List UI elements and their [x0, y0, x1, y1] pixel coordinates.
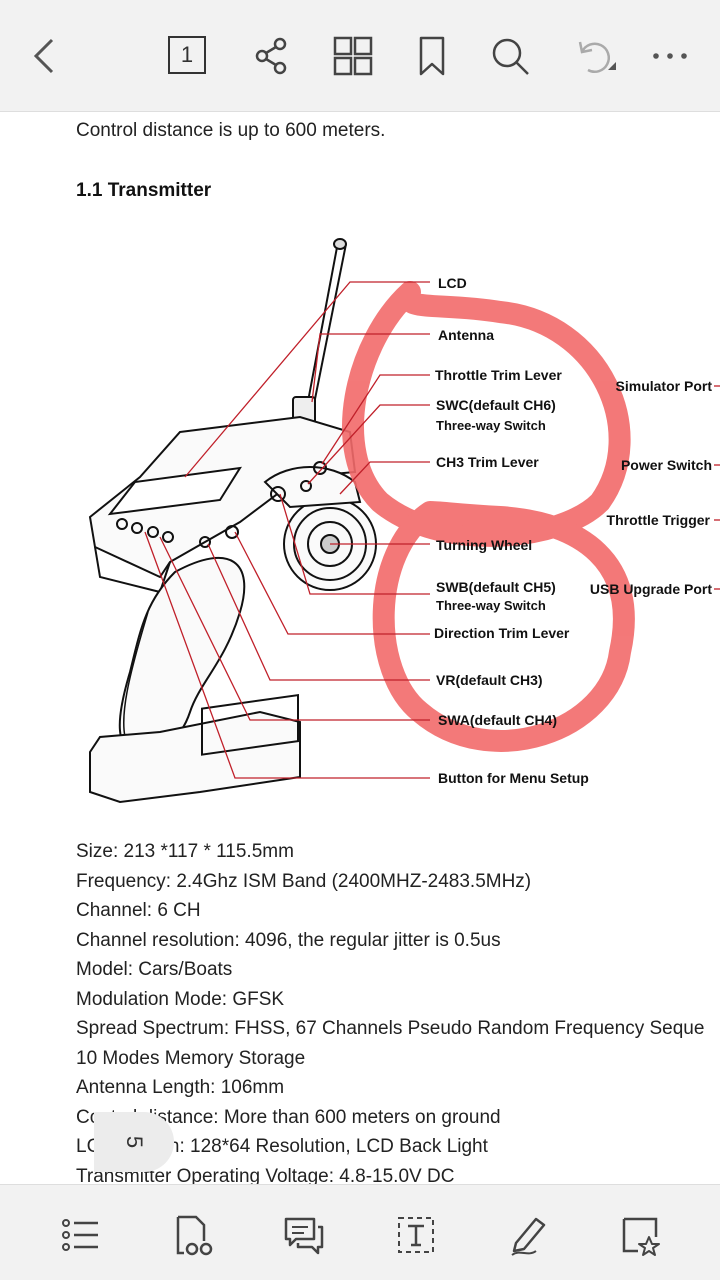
spec-line: Frequency: 2.4Ghz ISM Band (2400MHZ-2483…: [76, 871, 532, 892]
spec-line: Channel: 6 CH: [76, 900, 201, 921]
back-icon: [33, 38, 54, 74]
grid-icon: [333, 36, 373, 76]
label-usb-port: USB Upgrade Port: [590, 581, 712, 597]
text-select-icon: [398, 1217, 434, 1253]
spec-line: Antenna Length: 106mm: [76, 1077, 285, 1098]
read-mode-button[interactable]: [168, 1211, 216, 1259]
label-simulator-port: Simulator Port: [616, 378, 713, 394]
more-icon: [653, 53, 687, 59]
more-options-button[interactable]: [642, 28, 698, 84]
bookmark-button[interactable]: [404, 28, 460, 84]
label-throttle-trim: Throttle Trim Lever: [435, 367, 562, 383]
spec-line: Channel resolution: 4096, the regular ji…: [76, 930, 501, 951]
spec-line: Transmitter Operating Voltage: 4.8-15.0V…: [76, 1166, 455, 1184]
label-turning-wheel: Turning Wheel: [436, 537, 532, 553]
share-button[interactable]: [244, 28, 300, 84]
spec-line: LCD Screen: 128*64 Resolution, LCD Back …: [76, 1136, 488, 1157]
label-swb-sub: Three-way Switch: [436, 598, 546, 613]
favorite-button[interactable]: [616, 1211, 664, 1259]
label-swc-sub: Three-way Switch: [436, 418, 546, 433]
highlight-scribble: [342, 281, 635, 752]
transmitter-figure: LCD Antenna Throttle Trim Lever SWC(defa…: [88, 238, 720, 804]
page-number-button[interactable]: 1: [168, 36, 206, 74]
label-swa: SWA(default CH4): [438, 712, 557, 728]
label-throttle-trigger: Throttle Trigger: [607, 512, 711, 528]
label-menu-button: Button for Menu Setup: [438, 770, 589, 786]
back-button[interactable]: [18, 28, 74, 84]
label-antenna: Antenna: [438, 327, 494, 343]
label-lcd: LCD: [438, 275, 467, 291]
section-heading: 1.1 Transmitter: [76, 180, 212, 201]
comment-icon: [284, 1217, 324, 1255]
grid-view-button[interactable]: [325, 28, 381, 84]
share-icon: [255, 37, 287, 75]
search-button[interactable]: [482, 28, 538, 84]
read-mode-icon: [176, 1215, 213, 1256]
favorite-icon: [622, 1217, 660, 1256]
spec-line: Modulation Mode: GFSK: [76, 989, 285, 1010]
outline-icon: [62, 1219, 98, 1251]
intro-text: Control distance is up to 600 meters.: [76, 120, 386, 141]
undo-button[interactable]: [566, 28, 622, 84]
top-toolbar: 1: [0, 0, 720, 112]
label-vr: VR(default CH3): [436, 672, 543, 688]
annotate-pen-icon: [511, 1217, 546, 1256]
label-direction-trim: Direction Trim Lever: [434, 625, 570, 641]
document-view[interactable]: Control distance is up to 600 meters. 1.…: [0, 112, 720, 1184]
spec-line: 10 Modes Memory Storage: [76, 1048, 306, 1069]
bottom-toolbar: [0, 1184, 720, 1280]
bookmark-icon: [419, 36, 445, 76]
label-ch3-trim: CH3 Trim Lever: [436, 454, 539, 470]
annotate-button[interactable]: [504, 1211, 552, 1259]
label-swc: SWC(default CH6): [436, 397, 556, 413]
spec-line: Control distance: More than 600 meters o…: [76, 1107, 501, 1128]
label-power-switch: Power Switch: [621, 457, 712, 473]
transmitter-drawing: [88, 238, 377, 804]
outline-button[interactable]: [56, 1211, 104, 1259]
spec-line: Model: Cars/Boats: [76, 959, 233, 980]
spec-line: Spread Spectrum: FHSS, 67 Channels Pseud…: [76, 1018, 705, 1039]
comment-button[interactable]: [280, 1211, 328, 1259]
label-swb: SWB(default CH5): [436, 579, 556, 595]
text-select-button[interactable]: [392, 1211, 440, 1259]
search-icon: [492, 38, 529, 75]
spec-line: Size: 213 *117 * 115.5mm: [76, 841, 294, 862]
current-page-indicator[interactable]: 5: [94, 1112, 174, 1172]
leader-lines: [144, 281, 720, 779]
undo-icon: [578, 41, 616, 73]
